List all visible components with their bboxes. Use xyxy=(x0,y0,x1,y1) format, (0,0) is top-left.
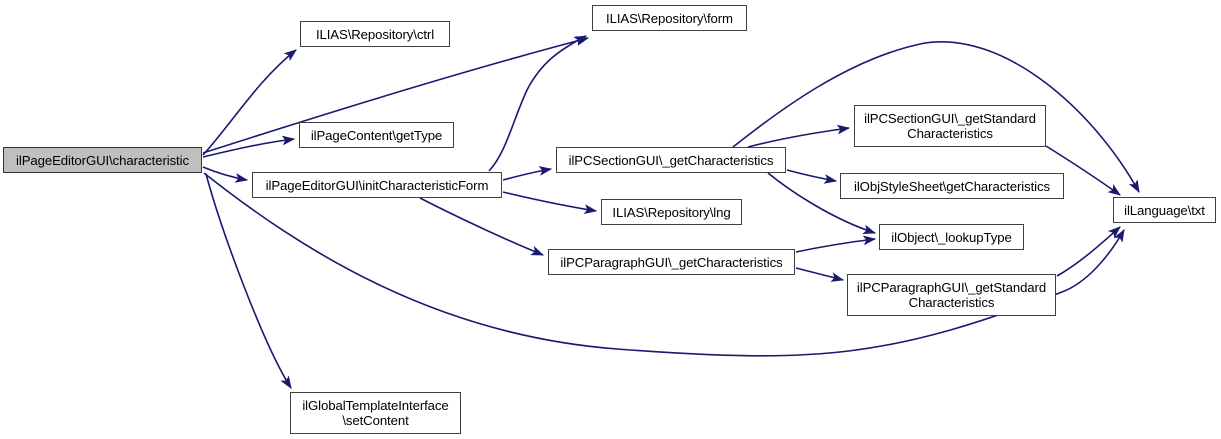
edge-initform-paragraph xyxy=(419,197,545,256)
edge-paragraph-paragraphstd xyxy=(795,267,845,282)
edge-paragraph-lookuptype xyxy=(795,235,877,253)
node-label: ilGlobalTemplateInterface \setContent xyxy=(302,398,449,428)
edge-paths xyxy=(202,35,1140,389)
node-ilobject-lookuptype[interactable]: ilObject\_lookupType xyxy=(879,224,1024,250)
edge-section-txt xyxy=(732,41,1140,193)
node-ilobjstylesheet-getcharacteristics[interactable]: ilObjStyleSheet\getCharacteristics xyxy=(840,173,1064,199)
node-label: ilObjStyleSheet\getCharacteristics xyxy=(854,178,1050,194)
edge-characteristic-ctrl xyxy=(202,49,297,156)
node-label: ilPCParagraphGUI\_getStandard Characteri… xyxy=(856,280,1047,310)
node-label: ilPageEditorGUI\initCharacteristicForm xyxy=(265,177,489,193)
edge-characteristic-getType xyxy=(202,135,296,158)
node-label: ilPageEditorGUI\characteristic xyxy=(16,152,189,168)
node-ilpcsectiongui-getstandardcharacteristics[interactable]: ilPCSectionGUI\_getStandard Characterist… xyxy=(854,105,1046,147)
node-label: ilPageContent\getType xyxy=(310,127,443,143)
node-label: ilPCParagraphGUI\_getCharacteristics xyxy=(560,254,783,270)
edge-section-sectionstd xyxy=(747,124,851,148)
node-ilpageeditorgui-initcharacteristicform[interactable]: ilPageEditorGUI\initCharacteristicForm xyxy=(252,172,502,198)
edge-paragraphstd-txt xyxy=(1056,226,1121,277)
edge-section-objstyle xyxy=(786,169,838,184)
node-ilpcsectiongui-getcharacteristics[interactable]: ilPCSectionGUI\_getCharacteristics xyxy=(556,147,786,173)
edge-characteristic-form xyxy=(202,36,590,154)
node-characteristic[interactable]: ilPageEditorGUI\characteristic xyxy=(3,147,202,173)
node-label: ilPCSectionGUI\_getCharacteristics xyxy=(568,152,774,168)
node-ilpagecontent-gettype[interactable]: ilPageContent\getType xyxy=(299,122,454,148)
node-label: ilObject\_lookupType xyxy=(891,229,1012,245)
node-ilpcparagraphgui-getcharacteristics[interactable]: ilPCParagraphGUI\_getCharacteristics xyxy=(548,249,795,275)
node-label: ILIAS\Repository\lng xyxy=(612,204,731,220)
node-ilias-repository-lng[interactable]: ILIAS\Repository\lng xyxy=(601,199,742,225)
edge-characteristic-txt xyxy=(203,172,1125,357)
node-label: ILIAS\Repository\ctrl xyxy=(315,26,435,42)
edge-section-lookuptype xyxy=(767,172,877,235)
edge-initform-lng xyxy=(502,191,598,214)
node-ilias-repository-ctrl[interactable]: ILIAS\Repository\ctrl xyxy=(300,21,450,47)
edge-characteristic-initform xyxy=(202,166,249,183)
node-ilglobaltemplateinterface-setcontent[interactable]: ilGlobalTemplateInterface \setContent xyxy=(290,392,461,434)
node-illanguage-txt[interactable]: ilLanguage\txt xyxy=(1113,197,1216,223)
edge-characteristic-setcontent xyxy=(205,173,292,389)
node-label: ilPCSectionGUI\_getStandard Characterist… xyxy=(864,111,1036,141)
node-label: ILIAS\Repository\form xyxy=(606,10,733,26)
node-ilpcparagraphgui-getstandardcharacteristics[interactable]: ilPCParagraphGUI\_getStandard Characteri… xyxy=(847,274,1056,316)
edge-initform-form xyxy=(488,35,587,172)
node-label: ilLanguage\txt xyxy=(1124,202,1205,218)
node-ilias-repository-form[interactable]: ILIAS\Repository\form xyxy=(592,5,747,31)
edge-sectionstd-txt xyxy=(1045,145,1121,196)
edge-initform-section xyxy=(502,166,553,181)
